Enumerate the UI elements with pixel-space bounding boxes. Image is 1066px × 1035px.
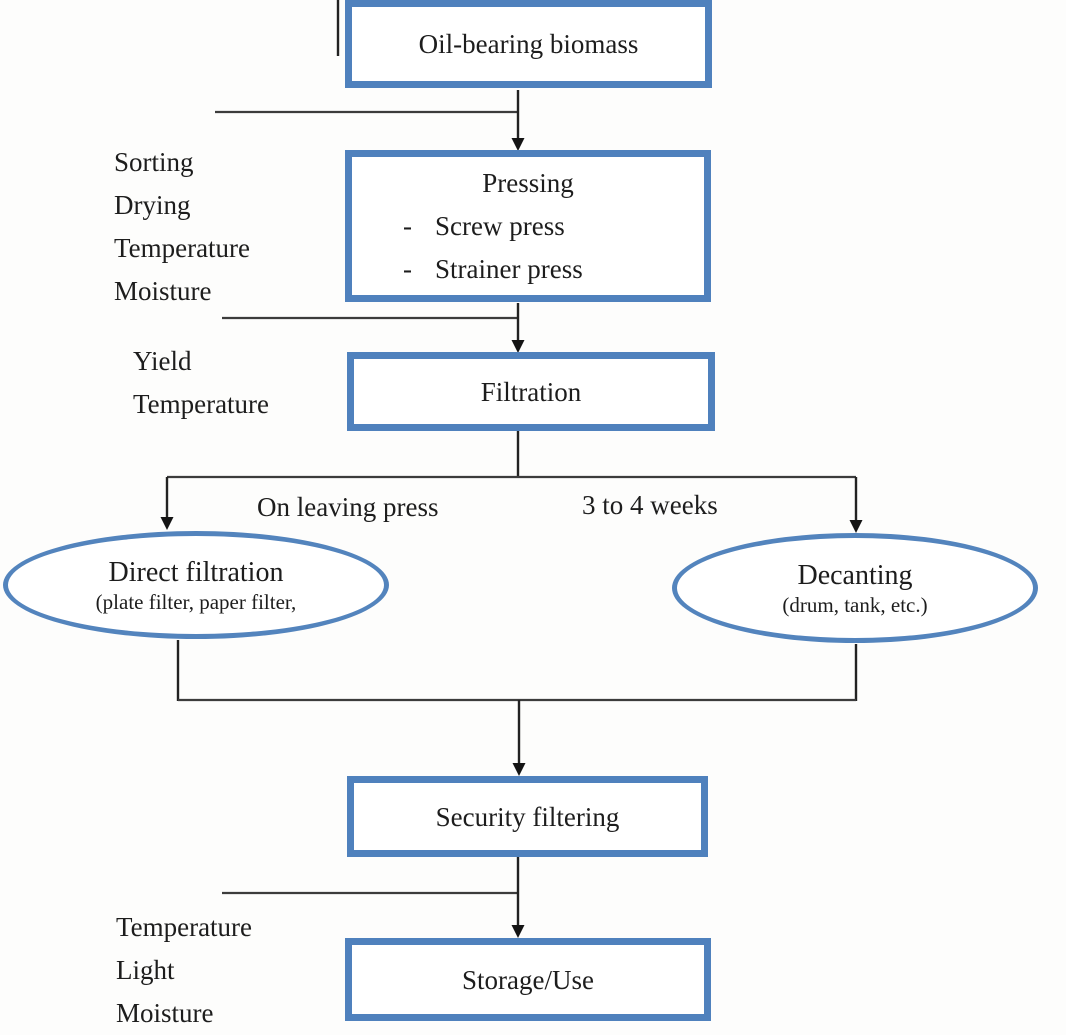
node-label: Oil-bearing biomass [418, 29, 639, 59]
node-sublabel: (drum, tank, etc.) [782, 592, 928, 617]
bullet-dash: - [403, 253, 412, 284]
factor-label: Drying [114, 190, 191, 220]
branch-label-3-to-4-weeks: 3 to 4 weeks [582, 490, 718, 520]
node-sublabel: (plate filter, paper filter, [95, 589, 297, 614]
factor-label: Temperature [114, 233, 251, 263]
factor-label: Sorting [114, 147, 194, 177]
node-label: Pressing [482, 167, 574, 198]
node-filtration: Filtration [347, 352, 715, 431]
pressing-item-label: Strainer press [435, 253, 583, 284]
node-label: Storage/Use [462, 964, 594, 995]
node-label: Security filtering [435, 801, 620, 832]
node-decanting: Decanting (drum, tank, etc.) [672, 533, 1038, 643]
factor-label: Light [116, 955, 175, 985]
factor-label: Moisture [114, 276, 212, 306]
node-security-filtering: Security filtering [347, 776, 708, 857]
node-pressing: Pressing -Screw press -Strainer press [345, 150, 711, 302]
factor-list-storage: Temperature Light Moisture [116, 906, 252, 1035]
pressing-item-label: Screw press [435, 210, 565, 241]
factor-label: Temperature [116, 912, 253, 942]
factor-list-pressing: Sorting Drying Temperature Moisture [114, 141, 250, 313]
factor-list-filtration: Yield Temperature [133, 340, 269, 426]
node-label: Decanting [797, 559, 913, 591]
bullet-dash: - [403, 210, 412, 241]
factor-label: Yield [133, 346, 192, 376]
factor-label: Temperature [133, 389, 270, 419]
pressing-item: -Screw press [403, 205, 653, 248]
node-label: Direct filtration [108, 556, 284, 588]
node-storage-use: Storage/Use [345, 938, 711, 1021]
factor-label: Moisture [116, 998, 214, 1028]
pressing-item: -Strainer press [403, 248, 653, 291]
node-oil-bearing-biomass: Oil-bearing biomass [345, 0, 712, 88]
branch-label-on-leaving-press: On leaving press [257, 492, 439, 522]
node-label: Filtration [480, 376, 582, 407]
node-direct-filtration: Direct filtration (plate filter, paper f… [3, 531, 389, 639]
